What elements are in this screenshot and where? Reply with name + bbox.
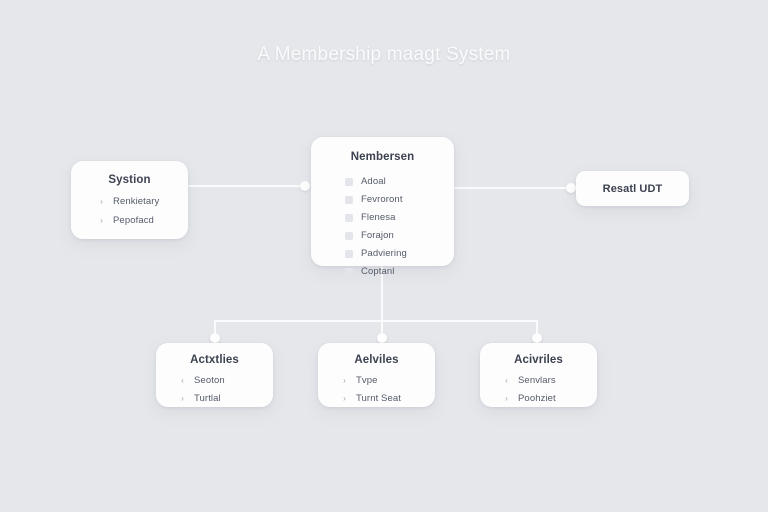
result-pill-button[interactable]: Resatl UDT	[576, 171, 689, 206]
chevron-right-icon: ‹	[505, 375, 508, 385]
list-item[interactable]: › Poohziet	[502, 393, 587, 404]
list-item-label: Forajon	[361, 230, 394, 241]
list-item[interactable]: Coptanl	[345, 266, 442, 277]
chevron-right-icon: ‹	[181, 375, 184, 385]
connector-dot-bottom-1	[210, 333, 220, 343]
list-item-label: Seoton	[194, 375, 225, 386]
list-item-label: Coptanl	[361, 266, 395, 277]
list-item[interactable]: › Renkietary	[97, 196, 178, 207]
card-nembersen[interactable]: Nembersen Adoal Fevroront Flenesa Forajo…	[311, 137, 454, 277]
list-item-label: Tvpe	[356, 375, 378, 386]
connector-center-trunk	[381, 266, 383, 322]
chevron-right-icon: ›	[343, 375, 346, 385]
card-activities-2-list: › Tvpe › Turnt Seat	[328, 375, 425, 404]
list-item-label: Poohziet	[518, 393, 556, 404]
list-item-label: Padviering	[361, 248, 407, 259]
card-nembersen-list: Adoal Fevroront Flenesa Forajon Padvieri…	[323, 176, 442, 277]
card-activities-3-list: ‹ Senvlars › Poohziet	[490, 375, 587, 404]
checkbox-icon[interactable]	[345, 195, 353, 204]
card-activities-2[interactable]: Aelviles › Tvpe › Turnt Seat	[318, 343, 435, 407]
card-activities-2-title: Aelviles	[354, 354, 399, 366]
list-item[interactable]: ‹ Senvlars	[502, 375, 587, 386]
connector-bottom-bus	[215, 320, 538, 322]
connector-left-to-center	[188, 185, 306, 187]
list-item[interactable]: › Turtlal	[178, 393, 263, 404]
list-item[interactable]: ‹ Seoton	[178, 375, 263, 386]
chevron-right-icon: ›	[100, 215, 103, 225]
card-systion-list: › Renkietary › Pepofacd	[81, 196, 178, 226]
connector-dot-center-left	[300, 181, 310, 191]
list-item[interactable]: Adoal	[345, 176, 442, 187]
connector-dot-center-right	[566, 183, 576, 193]
list-item[interactable]: › Tvpe	[340, 375, 425, 386]
checkbox-icon[interactable]	[345, 213, 353, 222]
list-item-label: Turtlal	[194, 393, 221, 404]
connector-center-to-right	[454, 187, 574, 189]
list-item[interactable]: Forajon	[345, 230, 442, 241]
card-activities-3[interactable]: Acivriles ‹ Senvlars › Poohziet	[480, 343, 597, 407]
chevron-right-icon: ›	[343, 393, 346, 403]
list-item[interactable]: Flenesa	[345, 212, 442, 223]
checkbox-icon[interactable]	[345, 249, 353, 258]
connector-drop-1	[214, 320, 216, 338]
connector-drop-3	[536, 320, 538, 338]
checkbox-icon[interactable]	[345, 231, 353, 240]
list-item-label: Flenesa	[361, 212, 396, 223]
chevron-right-icon: ›	[505, 393, 508, 403]
connector-drop-2	[381, 320, 383, 338]
list-item[interactable]: Padviering	[345, 248, 442, 259]
card-activities-1-title: Actxtlies	[190, 354, 239, 366]
page-title: A Membership maagt System	[257, 44, 511, 65]
card-systion[interactable]: Systion › Renkietary › Pepofacd	[71, 161, 188, 239]
chevron-right-icon: ›	[181, 393, 184, 403]
chevron-right-icon: ›	[100, 196, 103, 206]
card-activities-1-list: ‹ Seoton › Turtlal	[166, 375, 263, 404]
list-item-label: Senvlars	[518, 375, 556, 386]
list-item-label: Renkietary	[113, 196, 160, 207]
card-activities-3-title: Acivriles	[514, 354, 563, 366]
list-item-label: Adoal	[361, 176, 386, 187]
list-item-label: Pepofacd	[113, 215, 154, 226]
list-item-label: Fevroront	[361, 194, 403, 205]
checkbox-icon[interactable]	[345, 267, 353, 276]
card-nembersen-title: Nembersen	[350, 151, 415, 163]
checkbox-icon[interactable]	[345, 177, 353, 186]
connector-dot-bottom-2	[377, 333, 387, 343]
list-item[interactable]: › Pepofacd	[97, 215, 178, 226]
list-item[interactable]: Fevroront	[345, 194, 442, 205]
result-pill-label: Resatl UDT	[602, 182, 663, 195]
connector-dot-bottom-3	[532, 333, 542, 343]
list-item[interactable]: › Turnt Seat	[340, 393, 425, 404]
card-activities-1[interactable]: Actxtlies ‹ Seoton › Turtlal	[156, 343, 273, 407]
list-item-label: Turnt Seat	[356, 393, 402, 404]
card-systion-title: Systion	[108, 174, 151, 186]
